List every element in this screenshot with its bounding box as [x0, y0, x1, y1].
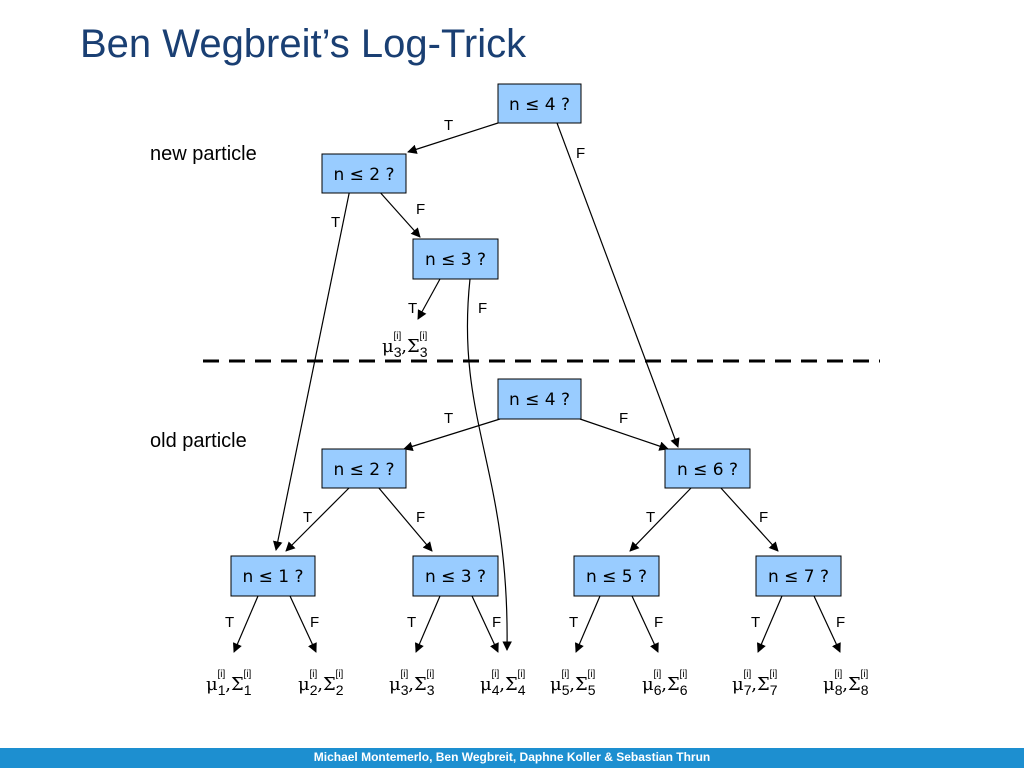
node-old-n2-label: n ≤ 2 ?: [333, 460, 394, 480]
label-old-n2-f: F: [416, 509, 425, 526]
node-new-n3: n ≤ 3 ?: [412, 238, 499, 280]
label-old-n2-t: T: [303, 509, 312, 526]
label-old-root-t: T: [444, 410, 453, 427]
label-new-n3-t: T: [408, 300, 417, 317]
edge-new-root-t: [407, 122, 499, 154]
node-new-n2-label: n ≤ 2 ?: [333, 165, 394, 185]
footer-bar: Michael Montemerlo, Ben Wegbreit, Daphne…: [0, 748, 1024, 768]
edge-old-n3-t: [414, 595, 441, 653]
node-new-n2: n ≤ 2 ?: [321, 153, 407, 194]
edge-old-n2-f: [377, 486, 433, 552]
node-old-n3-label: n ≤ 3 ?: [425, 567, 486, 587]
node-old-n2: n ≤ 2 ?: [321, 448, 407, 489]
node-old-n5-label: n ≤ 5 ?: [586, 567, 647, 587]
label-old-root-f: F: [619, 410, 628, 427]
leaf-new_leaf3: μ3[i],Σ3[i]: [382, 331, 428, 360]
leaf-formula: μ5[i],Σ5[i]: [550, 669, 596, 698]
label-old-n7-t: T: [751, 614, 760, 631]
edge-old-n2-t: [285, 486, 351, 552]
node-old-n5: n ≤ 5 ?: [573, 555, 660, 597]
footer-credits: Michael Montemerlo, Ben Wegbreit, Daphne…: [313, 750, 711, 764]
node-old-root: n ≤ 4 ?: [497, 378, 582, 420]
label-new-n2-f: F: [416, 201, 425, 218]
leaves-group: μ3[i],Σ3[i] μ1[i],Σ1[i] μ2[i],Σ2[i] μ3[i],Σ…: [206, 331, 869, 698]
edge-new-n2-t: [273, 188, 351, 551]
node-old-n6-label: n ≤ 6 ?: [677, 460, 738, 480]
edge-new-n3-t: [417, 278, 441, 320]
decision-tree-diagram: T F T F T F T F T F T F T F T F T F T F …: [203, 83, 880, 698]
edge-new-root-f: [556, 122, 680, 448]
label-old-n1-t: T: [225, 614, 234, 631]
leaf-leaf7: μ7[i],Σ7[i]: [732, 669, 778, 698]
old-particle-label: old particle: [150, 430, 247, 452]
leaf-formula: μ1[i],Σ1[i]: [206, 669, 252, 698]
label-old-n1-f: F: [310, 614, 319, 631]
edge-old-n5-f: [631, 595, 659, 653]
node-old-n7: n ≤ 7 ?: [755, 555, 842, 597]
new-particle-label: new particle: [150, 143, 257, 165]
node-new-n3-label: n ≤ 3 ?: [425, 250, 486, 270]
edge-old-n7-f: [813, 595, 841, 653]
label-old-n6-t: T: [646, 509, 655, 526]
leaf-leaf1: μ1[i],Σ1[i]: [206, 669, 252, 698]
node-old-root-label: n ≤ 4 ?: [509, 390, 570, 410]
node-old-n7-label: n ≤ 7 ?: [768, 567, 829, 587]
leaf-formula: μ8[i],Σ8[i]: [823, 669, 869, 698]
leaf-formula: μ4[i],Σ4[i]: [480, 669, 526, 698]
leaf-formula: μ7[i],Σ7[i]: [732, 669, 778, 698]
node-old-n1-label: n ≤ 1 ?: [242, 567, 303, 587]
node-old-n1: n ≤ 1 ?: [230, 555, 316, 597]
leaf-formula: μ2[i],Σ2[i]: [298, 669, 344, 698]
label-new-n3-f: F: [478, 300, 487, 317]
label-new-root-t: T: [444, 117, 453, 134]
leaf-formula: μ6[i],Σ6[i]: [642, 669, 688, 698]
leaf-leaf6: μ6[i],Σ6[i]: [642, 669, 688, 698]
edge-old-n1-t: [232, 595, 259, 653]
label-new-root-f: F: [576, 145, 585, 162]
node-new-root-label: n ≤ 4 ?: [509, 95, 570, 115]
label-old-n5-t: T: [569, 614, 578, 631]
leaf-leaf2: μ2[i],Σ2[i]: [298, 669, 344, 698]
slide-title: Ben Wegbreit’s Log-Trick: [80, 22, 527, 66]
label-old-n5-f: F: [654, 614, 663, 631]
node-old-n6: n ≤ 6 ?: [664, 448, 751, 489]
leaf-leaf4: μ4[i],Σ4[i]: [480, 669, 526, 698]
node-new-root: n ≤ 4 ?: [497, 83, 582, 124]
edge-old-root-t: [403, 418, 501, 452]
edge-old-n6-t: [629, 486, 693, 552]
label-new-n2-t: T: [331, 214, 340, 231]
edge-old-n1-f: [289, 595, 317, 653]
edge-old-n3-f: [471, 595, 499, 653]
edge-old-n5-t: [574, 595, 601, 653]
leaf-leaf8: μ8[i],Σ8[i]: [823, 669, 869, 698]
node-old-n3: n ≤ 3 ?: [412, 555, 499, 597]
leaf-formula: μ3[i],Σ3[i]: [382, 331, 428, 360]
edge-old-n6-f: [719, 486, 779, 552]
label-old-n6-f: F: [759, 509, 768, 526]
label-old-n3-t: T: [407, 614, 416, 631]
leaf-leaf3: μ3[i],Σ3[i]: [389, 669, 435, 698]
edge-new-n3-f: [466, 278, 512, 651]
label-old-n3-f: F: [492, 614, 501, 631]
leaf-formula: μ3[i],Σ3[i]: [389, 669, 435, 698]
edge-old-root-f: [579, 418, 669, 451]
edge-old-n7-t: [756, 595, 783, 653]
leaf-leaf5: μ5[i],Σ5[i]: [550, 669, 596, 698]
label-old-n7-f: F: [836, 614, 845, 631]
edge-new-n2-f: [377, 189, 421, 238]
